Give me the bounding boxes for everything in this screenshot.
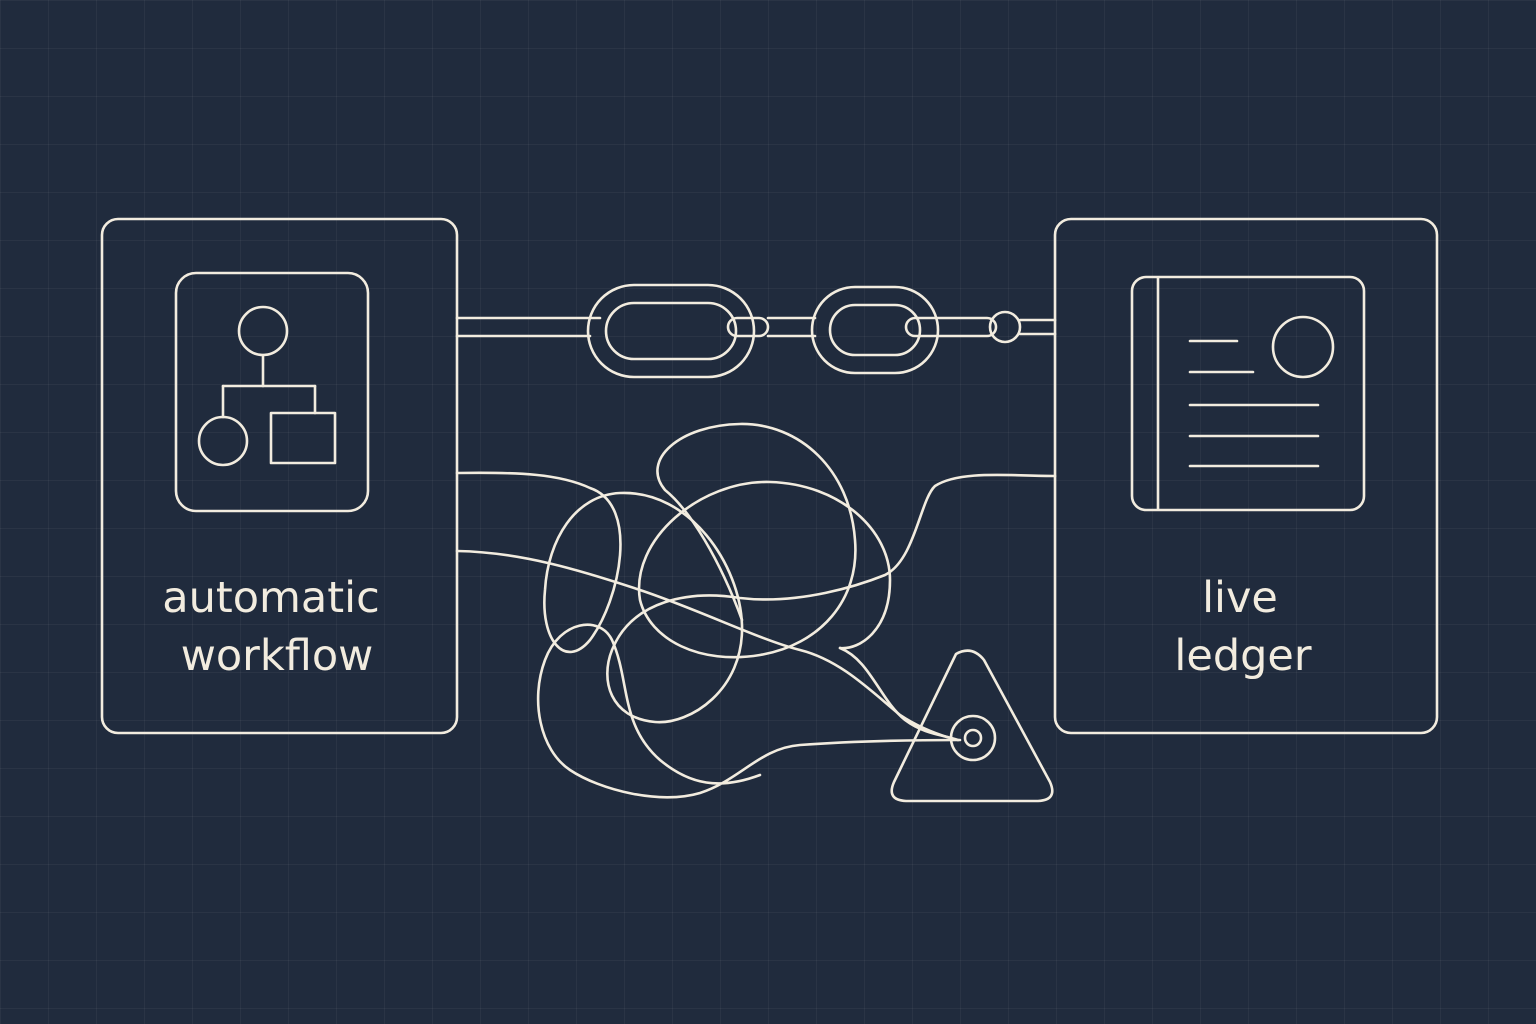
left-panel-label-line1: automatic <box>162 573 379 623</box>
live-ledger-panel: live ledger <box>1053 217 1439 735</box>
left-panel-frame <box>100 217 459 735</box>
chain-links-icon <box>455 283 1057 379</box>
automatic-workflow-panel: automatic workflow <box>100 217 459 735</box>
tangled-line <box>455 422 1057 799</box>
right-panel-label-line2: ledger <box>1174 631 1311 681</box>
workflow-tree-icon <box>174 271 370 513</box>
ledger-document-icon <box>1130 275 1366 512</box>
right-panel-label-line1: live <box>1202 573 1278 623</box>
left-panel-label-line2: workflow <box>181 631 374 681</box>
warning-triangle-icon <box>890 649 1054 803</box>
